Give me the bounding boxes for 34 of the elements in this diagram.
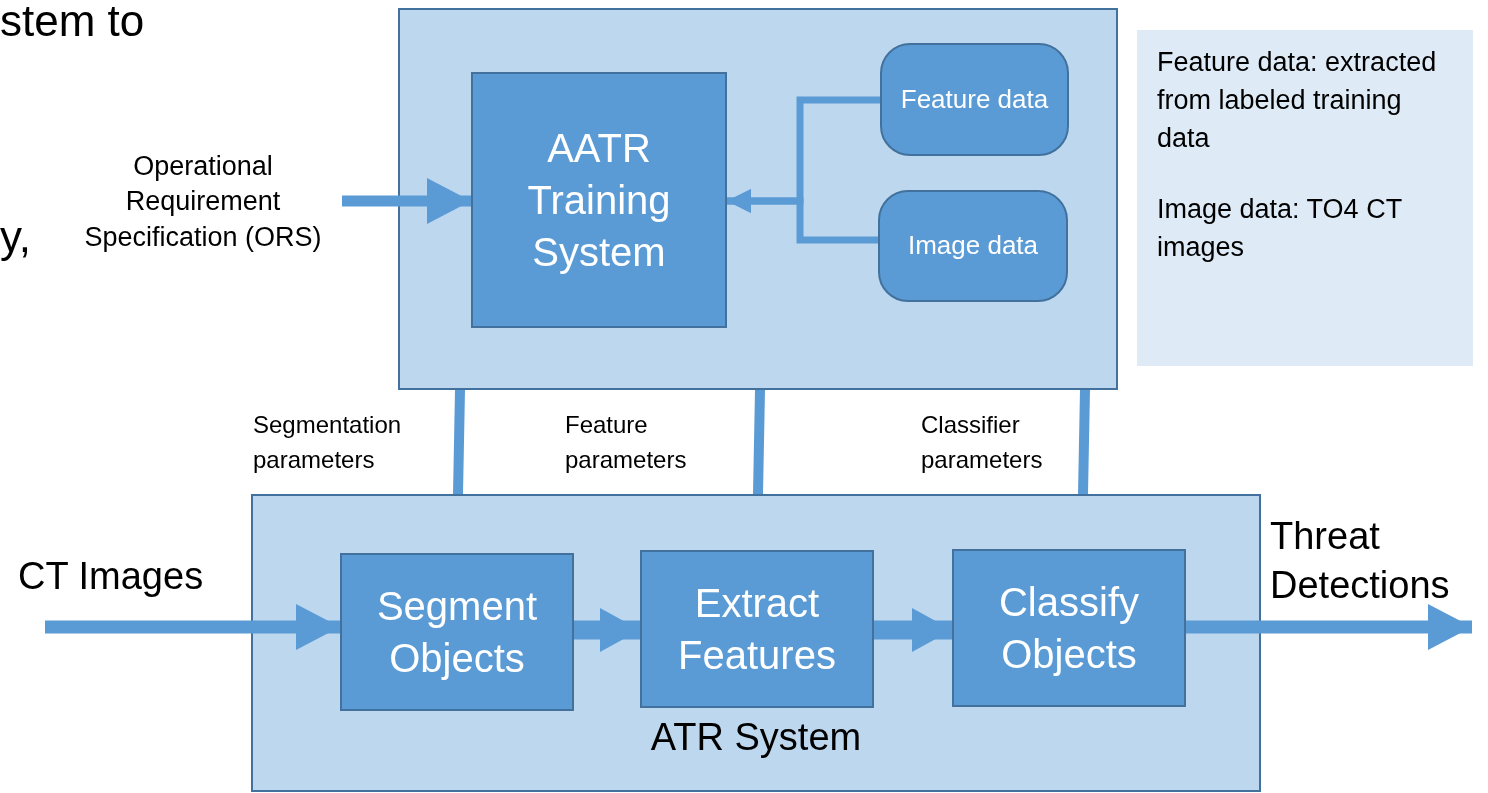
process-box bbox=[952, 549, 1186, 707]
process-box bbox=[340, 553, 574, 711]
node-label: Operational Requirement Specification (ORS) bbox=[83, 150, 323, 254]
node-label: Classify Objects bbox=[998, 579, 1140, 678]
node-label: CT Images bbox=[18, 554, 204, 599]
arrow bbox=[1186, 604, 1472, 650]
node-label: AATR Training System bbox=[526, 125, 672, 276]
panel-box bbox=[398, 8, 1118, 390]
arrow bbox=[574, 608, 640, 652]
data-box bbox=[880, 43, 1069, 156]
node-label: Feature data bbox=[900, 82, 1049, 116]
note-text: Image data: TO4 CT images bbox=[1157, 193, 1403, 265]
system-panel bbox=[251, 494, 1261, 792]
arrow bbox=[342, 178, 471, 224]
connector-line bbox=[753, 389, 765, 495]
note-text: Feature data: extracted from labeled training data bbox=[1157, 46, 1438, 155]
node-label: ATR System bbox=[650, 714, 862, 760]
arrow bbox=[874, 608, 952, 652]
edge-label: Feature parameters bbox=[565, 410, 688, 475]
cut-off-text: stem to bbox=[0, 0, 145, 46]
process-box bbox=[640, 550, 874, 708]
connector-line bbox=[1078, 389, 1090, 495]
edge-label: Segmentation parameters bbox=[253, 410, 403, 475]
cut-off-text: y, bbox=[0, 212, 31, 262]
node-label: Image data bbox=[907, 229, 1039, 263]
process-box bbox=[471, 72, 727, 328]
data-box bbox=[878, 190, 1068, 302]
edge-label: Classifier parameters bbox=[921, 410, 1044, 475]
connector-line bbox=[453, 389, 465, 495]
note-panel bbox=[1137, 30, 1473, 366]
arrow bbox=[727, 189, 878, 244]
node-label: Segment Objects bbox=[375, 583, 539, 682]
node-label: Extract Features bbox=[677, 580, 837, 679]
node-label: Threat Detections bbox=[1270, 514, 1451, 609]
